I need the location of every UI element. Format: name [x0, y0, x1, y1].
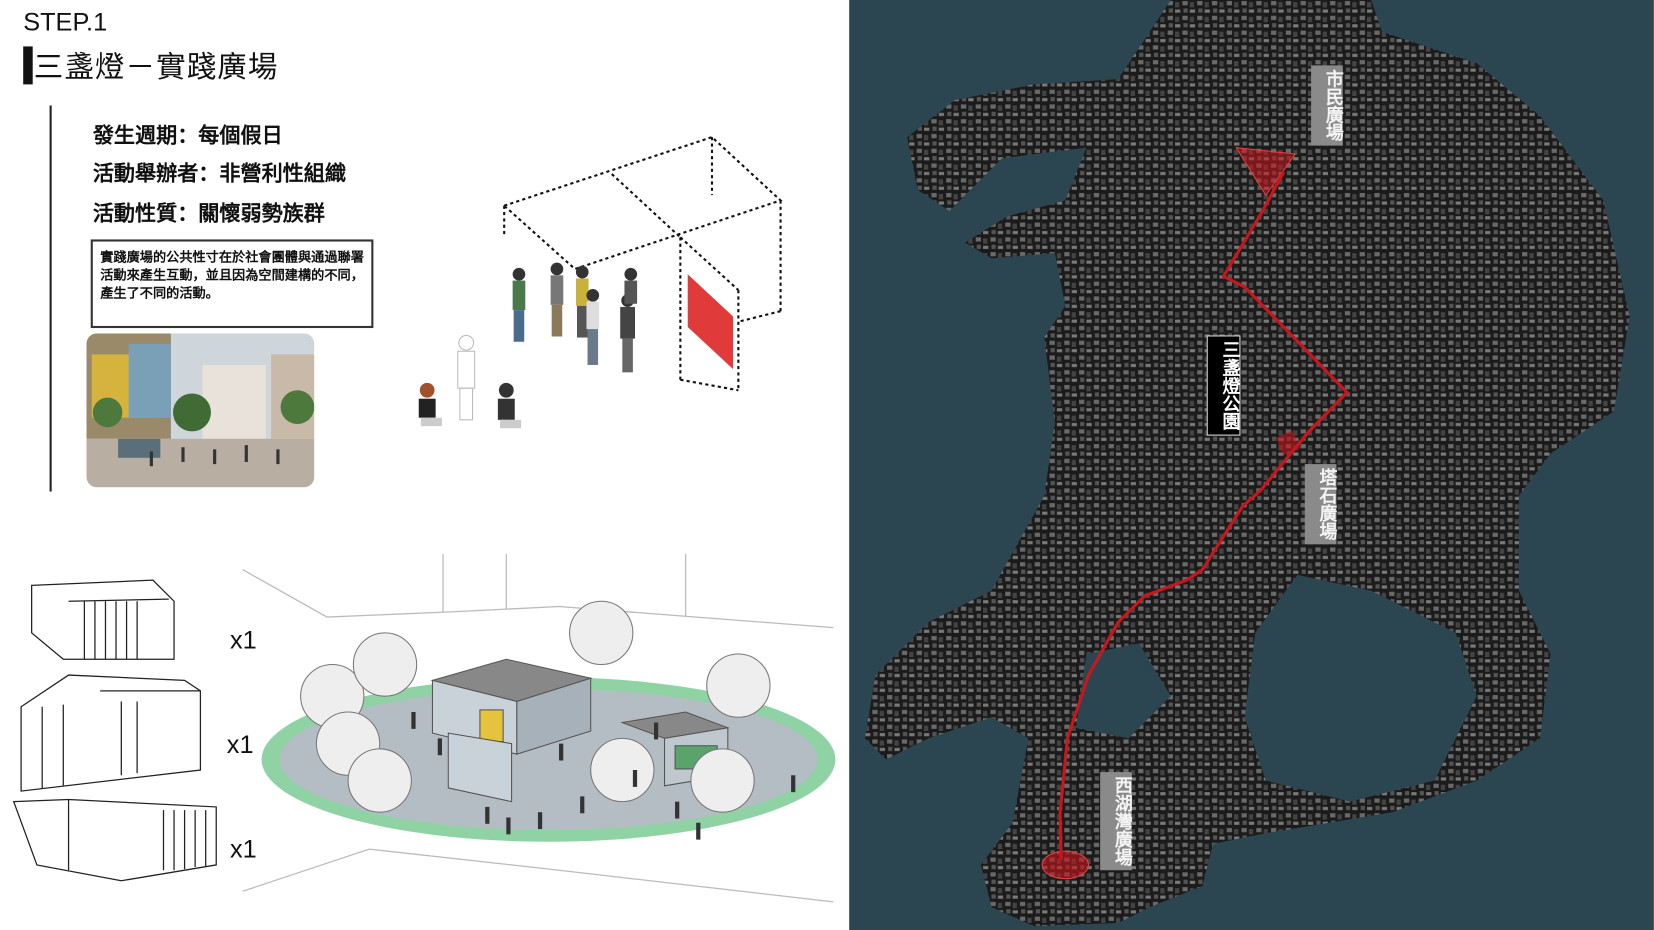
- person: [559, 743, 564, 761]
- activity-wireframe-illustration: [418, 135, 783, 429]
- person: [411, 711, 416, 729]
- red-panel: [687, 274, 734, 370]
- route-line: [1058, 171, 1350, 860]
- person: [791, 775, 796, 793]
- module-count-2: x1: [226, 730, 254, 760]
- tree: [706, 653, 771, 718]
- plaza-isometric-illustration: [242, 553, 836, 903]
- city-map: [849, 0, 1654, 930]
- xihuwan-plaza-area: [1041, 850, 1090, 880]
- label-shimin-plaza: 市民廣場: [1311, 65, 1343, 146]
- person: [437, 738, 442, 756]
- step-label: STEP.1: [23, 8, 108, 37]
- info-organizer: 活動舉辦者：非營利性組織: [92, 160, 346, 186]
- label-tashi-plaza: 塔石廣場: [1304, 464, 1337, 545]
- divider-line: [49, 105, 52, 492]
- tree: [569, 600, 634, 666]
- trees: [300, 600, 771, 813]
- module-sketches: [12, 579, 217, 882]
- info-nature: 活動性質：關懷弱勢族群: [92, 200, 325, 226]
- person: [696, 822, 701, 840]
- people-silhouettes: [418, 262, 638, 429]
- person: [632, 770, 638, 787]
- page-title: 三盞燈－實踐廣場: [33, 49, 279, 85]
- label-xihuwan-plaza: 西湖灣廣場: [1100, 772, 1132, 871]
- person: [506, 817, 511, 835]
- module-count-3: x1: [229, 835, 257, 864]
- site-photo: [86, 333, 315, 488]
- person: [485, 806, 490, 824]
- description-box: 實踐廣場的公共性寸在於社會團體與通過聯署活動來產生互動，並且因為空間建構的不同，…: [90, 239, 374, 329]
- info-period: 發生週期：每個假日: [92, 122, 283, 148]
- plaza-people: [411, 711, 796, 840]
- tree: [590, 737, 655, 803]
- title-bar-mark: [23, 46, 33, 85]
- module-count-1: x1: [229, 626, 257, 656]
- person: [653, 722, 659, 740]
- label-sanzhandeng-park: 三盞燈公園: [1206, 335, 1241, 436]
- person: [537, 812, 543, 830]
- person: [580, 796, 585, 814]
- tree: [347, 748, 412, 813]
- tree: [690, 748, 755, 813]
- person: [675, 801, 680, 819]
- tree: [352, 632, 418, 697]
